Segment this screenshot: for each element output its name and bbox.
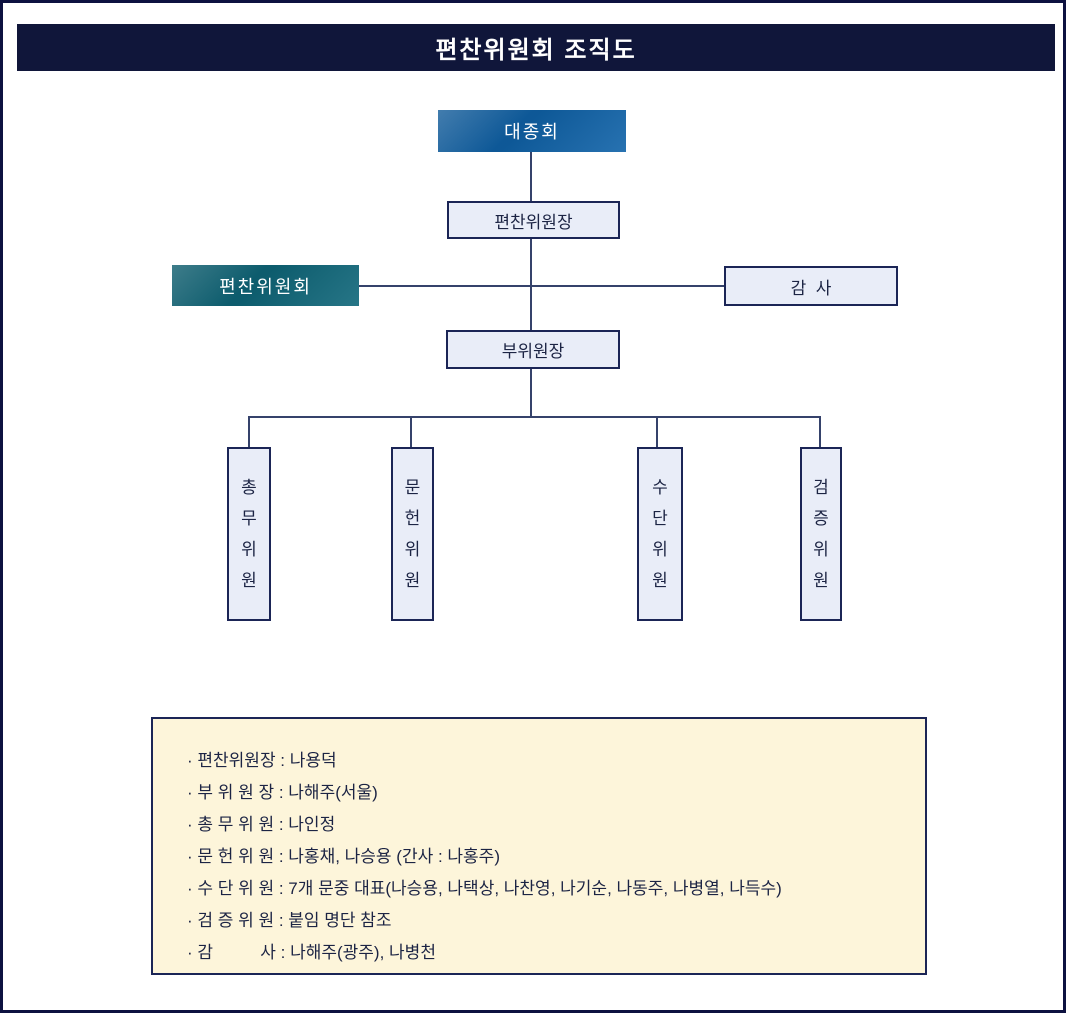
note-line-chairman: · 편찬위원장 : 나용덕 [187, 751, 337, 770]
connector-vice-to-subs [530, 369, 532, 417]
node-literature-committee: 문헌위원 [391, 447, 434, 621]
node-sudan-committee: 수단위원 [637, 447, 683, 621]
node-vice-chairman-label: 부위원장 [501, 342, 565, 361]
connector-subs-horizontal [248, 416, 821, 418]
node-general-affairs-committee: 총무위원 [227, 447, 271, 621]
connector-drop-sudan [656, 416, 658, 447]
node-chairman: 편찬위원장 [447, 201, 620, 239]
page-title: 편찬위원회 조직도 [17, 24, 1055, 71]
node-sudan-label: 수단위원 [652, 478, 668, 590]
connector-drop-general-affairs [248, 416, 250, 447]
note-line-sudan: · 수 단 위 원 : 7개 문중 대표(나승용, 나택상, 나찬영, 나기순,… [187, 879, 782, 898]
node-committee: 편찬위원회 [172, 265, 359, 306]
note-line-vice-chairman: · 부 위 원 장 : 나해주(서울) [187, 783, 378, 802]
node-auditor-label: 감 사 [790, 278, 832, 298]
node-general-affairs-label: 총무위원 [241, 478, 257, 590]
connector-drop-literature [410, 416, 412, 447]
note-line-literature: · 문 헌 위 원 : 나홍채, 나승용 (간사 : 나홍주) [187, 847, 500, 866]
node-daejonghoe: 대종회 [438, 110, 626, 152]
node-committee-label: 편찬위원회 [219, 276, 312, 297]
node-verification-committee: 검증위원 [800, 447, 842, 621]
note-line-auditor: · 감 사 : 나해주(광주), 나병천 [187, 943, 436, 962]
node-auditor: 감 사 [724, 266, 898, 306]
note-line-verification: · 검 증 위 원 : 붙임 명단 참조 [187, 911, 392, 930]
note-line-general-affairs: · 총 무 위 원 : 나인정 [187, 815, 336, 834]
connector-committee-to-auditor [359, 285, 724, 287]
node-chairman-label: 편찬위원장 [494, 212, 573, 232]
node-verification-label: 검증위원 [813, 478, 829, 590]
connector-drop-verification [819, 416, 821, 447]
connector-top-to-chairman [530, 152, 532, 201]
connector-chairman-to-vice [530, 239, 532, 330]
node-vice-chairman: 부위원장 [446, 330, 620, 369]
notes-box: · 편찬위원장 : 나용덕 · 부 위 원 장 : 나해주(서울) · 총 무 … [151, 717, 927, 975]
node-literature-label: 문헌위원 [404, 478, 421, 590]
node-daejonghoe-label: 대종회 [504, 122, 560, 142]
